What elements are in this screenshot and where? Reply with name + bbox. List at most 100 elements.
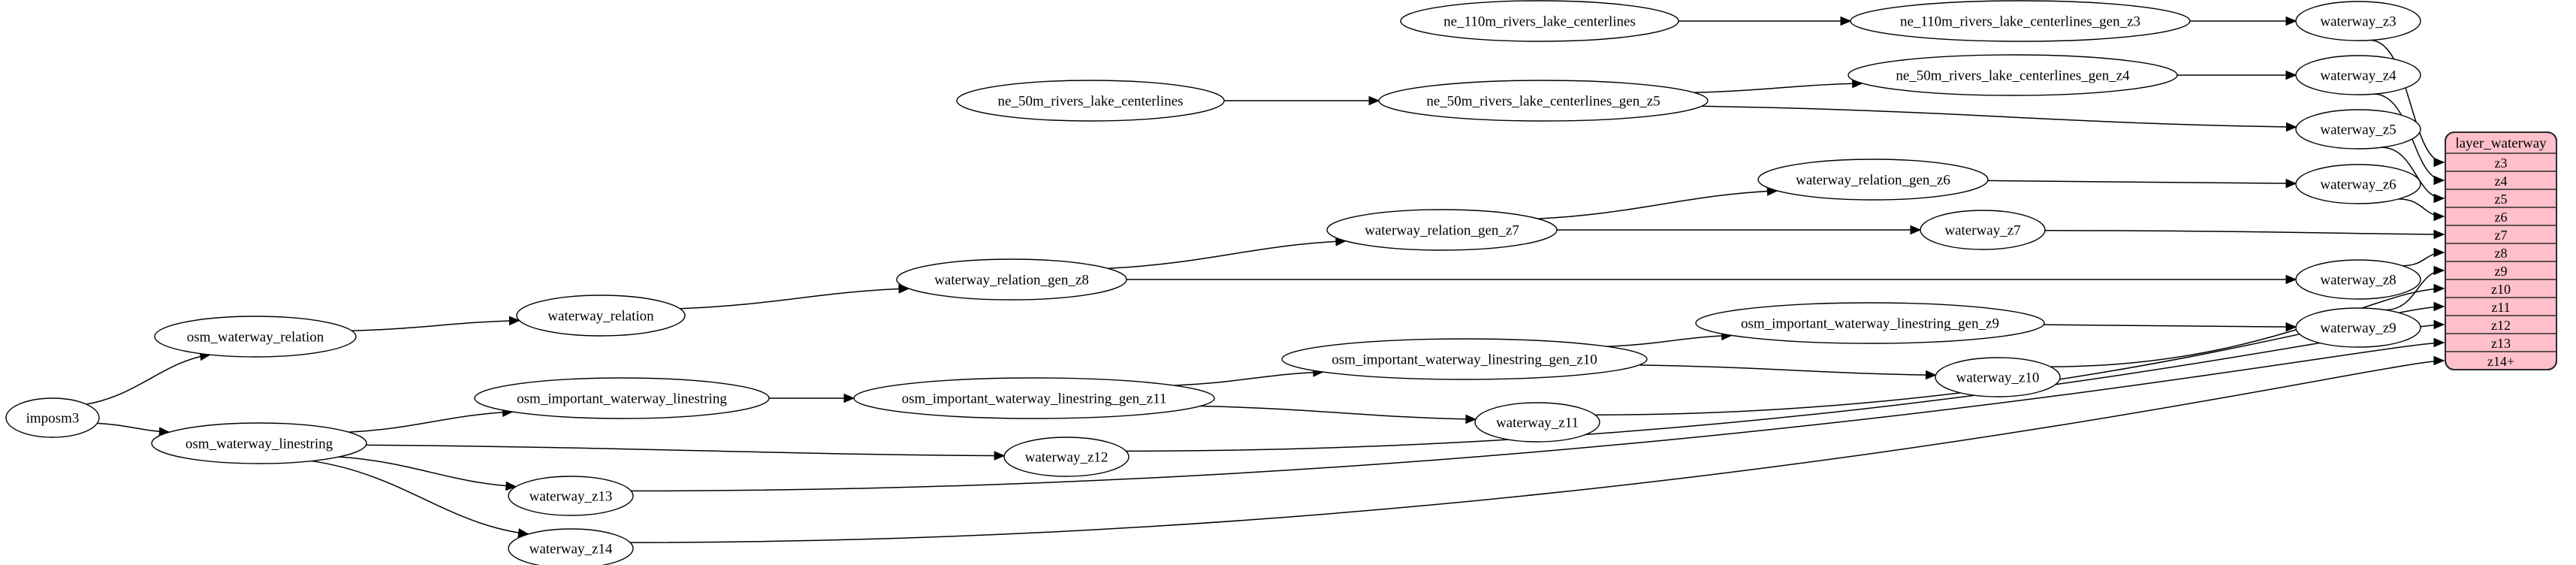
edge-arrowhead	[2433, 265, 2445, 276]
layer-table-row-z12[interactable]: z12	[2491, 318, 2511, 333]
layer-table-border	[2445, 131, 2557, 370]
layer-table-row-z7[interactable]: z7	[2495, 228, 2508, 243]
node-ellipse	[508, 528, 634, 565]
node-ellipse	[5, 397, 100, 438]
edge-osm_waterway_linestring-to-waterway_z12	[366, 444, 1005, 457]
graph-node-ne_50m_rivers_lake_centerlines[interactable]: ne_50m_rivers_lake_centerlines	[956, 80, 1225, 122]
edge-osm_important_waterway_linestring_gen_z11-to-waterway_z11	[1199, 405, 1476, 420]
graph-node-imposm3[interactable]: imposm3	[5, 397, 100, 438]
layer-table-row-z9[interactable]: z9	[2495, 264, 2508, 279]
edge-waterway_z13-to-layer_waterway-z13	[631, 342, 2445, 492]
edge-osm_important_waterway_linestring_gen_z10-to-waterway_z10	[1639, 364, 1936, 376]
graph-node-ne_110m_rivers_lake_centerlines_gen_z3[interactable]: ne_110m_rivers_lake_centerlines_gen_z3	[1850, 0, 2191, 42]
edge-arrowhead	[2285, 70, 2297, 80]
graph-node-waterway_z7[interactable]: waterway_z7	[1920, 210, 2046, 250]
graph-node-waterway_z4[interactable]: waterway_z4	[2295, 55, 2421, 95]
node-ellipse	[474, 377, 770, 419]
edge-arrowhead	[2433, 193, 2445, 204]
graph-node-waterway_z14[interactable]: waterway_z14	[508, 528, 634, 565]
edge-arrowhead	[2285, 322, 2297, 332]
graph-node-osm_waterway_relation[interactable]: osm_waterway_relation	[154, 316, 357, 358]
graph-node-osm_important_waterway_linestring_gen_z11[interactable]: osm_important_waterway_linestring_gen_z1…	[853, 377, 1215, 419]
graph-node-osm_important_waterway_linestring[interactable]: osm_important_waterway_linestring	[474, 377, 770, 419]
node-ellipse	[1757, 159, 1989, 201]
graph-node-ne_110m_rivers_lake_centerlines[interactable]: ne_110m_rivers_lake_centerlines	[1400, 0, 1679, 42]
graph-node-waterway_z3[interactable]: waterway_z3	[2295, 1, 2421, 41]
graph-node-waterway_z8[interactable]: waterway_z8	[2295, 259, 2421, 300]
node-ellipse	[1695, 302, 2045, 344]
edge-arrowhead	[1925, 370, 1937, 380]
edge-arrowhead	[508, 316, 520, 326]
graph-node-osm_waterway_linestring[interactable]: osm_waterway_linestring	[151, 422, 367, 464]
node-ellipse	[2295, 164, 2421, 204]
node-ellipse	[154, 316, 357, 358]
edge-arrowhead	[2433, 211, 2445, 222]
edge-arrowhead	[994, 451, 1006, 461]
edge-waterway_relation_gen_z7-to-waterway_relation_gen_z6	[1537, 190, 1778, 219]
edge-arrowhead	[2433, 247, 2445, 258]
node-ellipse	[2295, 1, 2421, 41]
edge-arrowhead	[2285, 122, 2297, 132]
graph-node-waterway_z10[interactable]: waterway_z10	[1935, 357, 2061, 397]
graph-node-waterway_z13[interactable]: waterway_z13	[508, 476, 634, 516]
edge-arrowhead	[2433, 157, 2445, 168]
graph-node-waterway_z11[interactable]: waterway_z11	[1474, 402, 1600, 443]
edge-arrowhead	[2433, 229, 2445, 240]
graph-node-waterway_z5[interactable]: waterway_z5	[2295, 109, 2421, 150]
node-ellipse	[2295, 307, 2421, 348]
layer-table-row-z11[interactable]: z11	[2491, 300, 2510, 315]
edge-arrowhead	[1840, 16, 1852, 26]
graph-node-osm_important_waterway_linestring_gen_z10[interactable]: osm_important_waterway_linestring_gen_z1…	[1281, 338, 1648, 380]
edge-arrowhead	[505, 481, 517, 491]
layer-table-row-z8[interactable]: z8	[2495, 246, 2508, 261]
edge-waterway_z3-to-layer_waterway-z3	[2369, 39, 2445, 163]
edge-waterway_z14-to-layer_waterway-z14+	[630, 360, 2445, 543]
edge-waterway_relation-to-waterway_relation_gen_z8	[680, 288, 909, 310]
node-ellipse	[1326, 209, 1558, 251]
edge-arrowhead	[1368, 95, 1380, 106]
node-ellipse	[1848, 54, 2178, 96]
graph-node-osm_important_waterway_linestring_gen_z9[interactable]: osm_important_waterway_linestring_gen_z9	[1695, 302, 2045, 344]
node-ellipse	[1920, 210, 2046, 250]
edge-arrowhead	[843, 393, 855, 403]
edge-osm_waterway_relation-to-waterway_relation	[351, 319, 520, 331]
layer-table-row-z6[interactable]: z6	[2495, 210, 2508, 225]
layer-table-row-z4[interactable]: z4	[2495, 174, 2508, 189]
node-ellipse	[508, 476, 634, 516]
edge-osm_important_waterway_linestring_gen_z10-to-osm_important_waterway_linestring_gen_z9	[1606, 334, 1732, 347]
edge-osm_waterway_linestring-to-waterway_z13	[339, 456, 516, 488]
edge-arrowhead	[2285, 178, 2297, 189]
edge-arrowhead	[2285, 16, 2297, 26]
node-ellipse	[1474, 402, 1600, 443]
graph-node-waterway_z6[interactable]: waterway_z6	[2295, 164, 2421, 204]
graph-node-waterway_z12[interactable]: waterway_z12	[1003, 437, 1130, 477]
nodes-layer: imposm3 osm_waterway_relation osm_waterway…	[5, 0, 2421, 565]
edge-arrowhead	[2433, 283, 2445, 294]
edge-arrowhead	[1910, 225, 1922, 235]
layer-table-row-z13[interactable]: z13	[2491, 336, 2511, 351]
layer-table-row-z10[interactable]: z10	[2491, 282, 2511, 297]
edge-arrowhead	[2433, 175, 2445, 186]
layer-table-row-z14plus[interactable]: z14+	[2487, 354, 2514, 369]
graph-node-waterway_relation[interactable]: waterway_relation	[516, 295, 686, 337]
node-ellipse	[516, 295, 686, 337]
edge-arrowhead	[2285, 274, 2297, 285]
graph-node-waterway_relation_gen_z6[interactable]: waterway_relation_gen_z6	[1757, 159, 1989, 201]
layer-table-row-z5[interactable]: z5	[2495, 192, 2508, 207]
layer-table-row-z3[interactable]: z3	[2495, 156, 2508, 171]
node-ellipse	[1281, 338, 1648, 380]
node-ellipse	[151, 422, 367, 464]
edge-arrowhead	[2433, 319, 2445, 330]
graph-node-ne_50m_rivers_lake_centerlines_gen_z5[interactable]: ne_50m_rivers_lake_centerlines_gen_z5	[1378, 80, 1709, 122]
graph-node-waterway_relation_gen_z7[interactable]: waterway_relation_gen_z7	[1326, 209, 1558, 251]
node-ellipse	[1400, 0, 1679, 42]
graph-node-ne_50m_rivers_lake_centerlines_gen_z4[interactable]: ne_50m_rivers_lake_centerlines_gen_z4	[1848, 54, 2178, 96]
node-ellipse	[956, 80, 1225, 122]
node-ellipse	[1003, 437, 1130, 477]
graph-node-waterway_z9[interactable]: waterway_z9	[2295, 307, 2421, 348]
graph-node-waterway_relation_gen_z8[interactable]: waterway_relation_gen_z8	[896, 258, 1127, 301]
node-ellipse	[2295, 109, 2421, 150]
node-ellipse	[1850, 0, 2191, 42]
